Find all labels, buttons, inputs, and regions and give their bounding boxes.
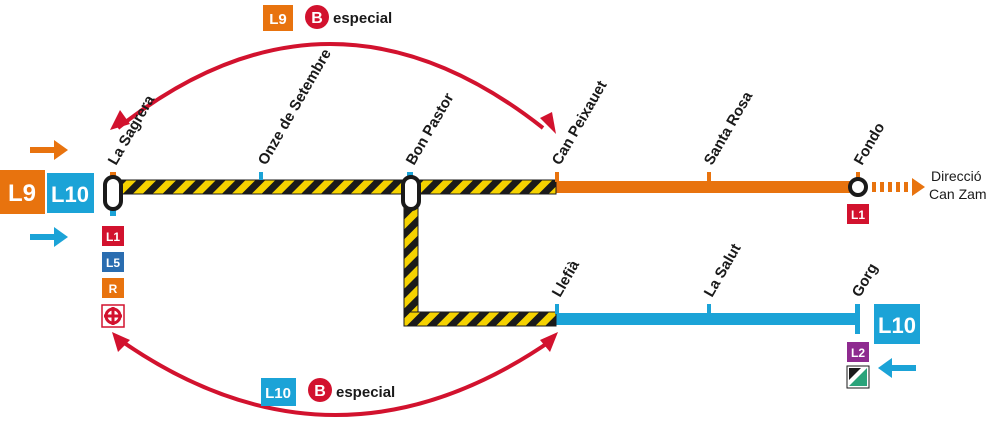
service-bottom-line-badge <box>261 378 296 406</box>
service-bottom-line-text: L10 <box>265 385 291 402</box>
station-la-sagrera[interactable]: La Sagrera <box>105 92 159 168</box>
renfe-icon <box>101 304 125 328</box>
interchange-bon-pastor[interactable] <box>401 175 421 211</box>
arrowhead-bottom-right <box>540 332 558 352</box>
connection-l2-gorg-text: L2 <box>851 346 865 360</box>
connection-l2-gorg[interactable] <box>847 342 869 362</box>
line-l10-segment <box>556 313 859 325</box>
tick-llefia <box>555 304 559 314</box>
badge-l10-terminal <box>874 304 920 344</box>
station-fondo[interactable]: Fondo <box>851 120 889 168</box>
tick-can-peixauet <box>555 172 559 182</box>
tick-la-salut <box>707 304 711 314</box>
station-la-salut[interactable]: La Salut <box>701 241 745 300</box>
arrowhead-bottom-left <box>112 332 130 352</box>
tram-icon <box>846 365 870 389</box>
works-section-top <box>117 179 557 195</box>
service-top-label: especial <box>333 10 392 27</box>
interchange-fondo[interactable] <box>848 177 868 197</box>
badge-l9-left <box>0 170 45 214</box>
station-onze-de-setembre[interactable]: Onze de Setembre <box>255 46 335 168</box>
works-section-vertical <box>403 192 419 326</box>
connection-l1-fondo-text: L1 <box>851 208 865 222</box>
station-gorg[interactable]: Gorg <box>849 260 882 300</box>
arrow-left-icon <box>878 358 916 378</box>
connection-l5-sagrera-text: L5 <box>106 256 120 270</box>
bus-route-arc-top <box>116 42 545 130</box>
station-santa-rosa[interactable]: Santa Rosa <box>701 88 757 168</box>
tick-santa-rosa <box>707 172 711 182</box>
service-top-bus-text: B <box>311 10 323 27</box>
connection-l5-sagrera[interactable] <box>102 252 124 272</box>
interchange-la-sagrera[interactable] <box>103 175 123 211</box>
direction-label-line1: Direcció <box>931 168 982 184</box>
connection-l1-sagrera-text: L1 <box>106 230 120 244</box>
service-top-line-badge <box>263 5 293 31</box>
badge-l10-left-text: L10 <box>51 182 89 207</box>
line-l9-segment <box>556 181 858 193</box>
station-llefia[interactable]: Llefià <box>549 257 584 300</box>
connection-r-sagrera[interactable] <box>102 278 124 298</box>
connection-l1-sagrera[interactable] <box>102 226 124 246</box>
tick-onze-de-setembre <box>259 172 263 180</box>
tick-sagrera-bottom <box>110 208 116 216</box>
bus-b-icon <box>305 5 329 29</box>
arrow-right-icon <box>30 140 68 160</box>
connection-r-sagrera-text: R <box>109 282 118 296</box>
service-top-line-text: L9 <box>269 11 287 28</box>
badge-l10-terminal-text: L10 <box>878 313 916 338</box>
l9-extension-dashes <box>872 178 925 196</box>
arrow-right-icon <box>30 227 68 247</box>
service-bottom-bus-text: B <box>314 383 326 400</box>
badge-l10-left <box>47 173 94 213</box>
arrowhead-top-right <box>540 112 556 134</box>
bus-b-icon <box>308 378 332 402</box>
direction-label-line2: Can Zam <box>929 186 987 202</box>
works-section-bottom <box>403 311 557 327</box>
arrowhead-top-left <box>110 110 130 130</box>
bus-route-arc-bottom <box>118 338 554 417</box>
l10-terminal-bar <box>855 304 860 334</box>
station-bon-pastor[interactable]: Bon Pastor <box>403 90 458 168</box>
badge-l9-left-text: L9 <box>8 180 36 207</box>
station-can-peixauet[interactable]: Can Peixauet <box>549 78 611 168</box>
connection-l1-fondo[interactable] <box>847 204 869 224</box>
service-bottom-label: especial <box>336 384 395 401</box>
